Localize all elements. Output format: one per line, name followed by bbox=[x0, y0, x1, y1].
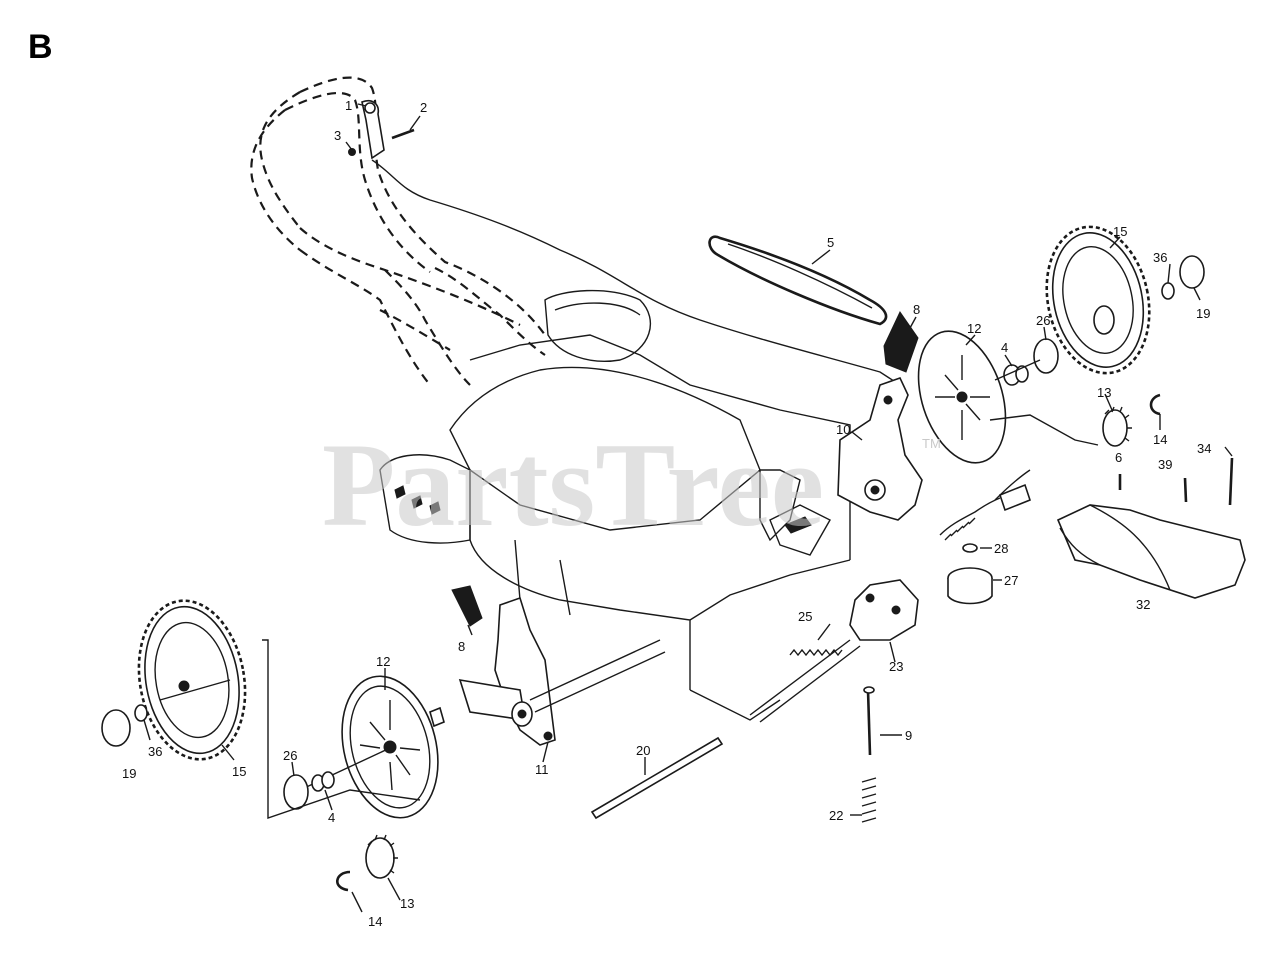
callout-11: 11 bbox=[535, 762, 549, 777]
callout-20: 20 bbox=[636, 743, 650, 758]
callout-19-upper: 19 bbox=[1196, 306, 1210, 321]
callout-4-upper: 4 bbox=[1001, 340, 1008, 355]
rear-tire-upper bbox=[1045, 225, 1151, 375]
callout-13-lower: 13 bbox=[400, 896, 414, 911]
callout-32: 32 bbox=[1136, 597, 1150, 612]
idler-pulley bbox=[947, 543, 993, 605]
callout-14-upper: 14 bbox=[1153, 432, 1167, 447]
pinion-gear-lower bbox=[365, 834, 398, 879]
callout-13-upper: 13 bbox=[1097, 385, 1111, 400]
callout-15-lower: 15 bbox=[232, 764, 246, 779]
callout-labels: 1 2 3 5 8 12 4 26 15 36 19 13 14 10 6 39… bbox=[122, 98, 1211, 929]
callout-36-lower: 36 bbox=[148, 744, 162, 759]
callout-2: 2 bbox=[420, 100, 427, 115]
callout-19-lower: 19 bbox=[122, 766, 136, 781]
rear-cover bbox=[1056, 504, 1246, 599]
extension-spring bbox=[789, 648, 843, 657]
callout-25: 25 bbox=[798, 609, 812, 624]
transmission bbox=[749, 579, 919, 723]
callout-39: 39 bbox=[1158, 457, 1172, 472]
callout-34: 34 bbox=[1197, 441, 1211, 456]
callout-26-lower: 26 bbox=[283, 748, 297, 763]
hub-nut-lower bbox=[134, 704, 148, 722]
callout-4-lower: 4 bbox=[328, 810, 335, 825]
assembly-guide-left bbox=[262, 639, 421, 819]
callout-15-upper: 15 bbox=[1113, 224, 1127, 239]
callout-1: 1 bbox=[345, 98, 352, 113]
callout-3: 3 bbox=[334, 128, 341, 143]
watermark: PartsTree bbox=[322, 418, 824, 551]
callout-28: 28 bbox=[994, 541, 1008, 556]
pivot-pad-lower bbox=[451, 585, 483, 627]
callout-36-upper: 36 bbox=[1153, 250, 1167, 265]
clip-upper bbox=[1149, 393, 1161, 416]
callout-12-upper: 12 bbox=[967, 321, 981, 336]
front-wheel-hub bbox=[299, 675, 439, 819]
bolts-right bbox=[1118, 457, 1234, 506]
handle-assembly bbox=[250, 76, 546, 386]
hub-cap-upper bbox=[1179, 255, 1205, 289]
adjuster-shaft bbox=[861, 686, 877, 823]
clip-lower bbox=[336, 870, 351, 892]
callout-22: 22 bbox=[829, 808, 843, 823]
drive-cable-assembly bbox=[939, 469, 1031, 541]
axle-rod bbox=[590, 736, 724, 820]
hub-cap-lower bbox=[101, 709, 131, 747]
control-cable bbox=[371, 159, 901, 386]
callout-6: 6 bbox=[1115, 450, 1122, 465]
callout-27: 27 bbox=[1004, 573, 1018, 588]
callout-23: 23 bbox=[889, 659, 903, 674]
hub-nut-upper bbox=[1161, 282, 1175, 300]
callout-14-lower: 14 bbox=[368, 914, 382, 929]
front-tire bbox=[137, 599, 247, 761]
lower-washers bbox=[283, 771, 335, 810]
front-height-bracket bbox=[429, 596, 666, 746]
callout-12-lower: 12 bbox=[376, 654, 390, 669]
mower-deck-engine bbox=[379, 289, 851, 721]
drive-cable-upper bbox=[989, 414, 1099, 446]
callout-8-lower: 8 bbox=[458, 639, 465, 654]
callout-9: 9 bbox=[905, 728, 912, 743]
rear-height-bracket bbox=[837, 377, 923, 521]
bail-lever bbox=[348, 99, 415, 160]
callout-26-upper: 26 bbox=[1036, 313, 1050, 328]
pivot-pad-upper bbox=[883, 311, 919, 373]
section-letter: B bbox=[28, 28, 53, 66]
pinion-gear-upper bbox=[1102, 406, 1132, 447]
callout-8-upper: 8 bbox=[913, 302, 920, 317]
rear-wheel-hub-upper bbox=[917, 330, 1007, 464]
watermark-tm: TM bbox=[922, 436, 941, 451]
drive-belt bbox=[708, 235, 888, 326]
callout-5: 5 bbox=[827, 235, 834, 250]
leader-lines bbox=[143, 103, 1233, 913]
callout-10: 10 bbox=[836, 422, 850, 437]
